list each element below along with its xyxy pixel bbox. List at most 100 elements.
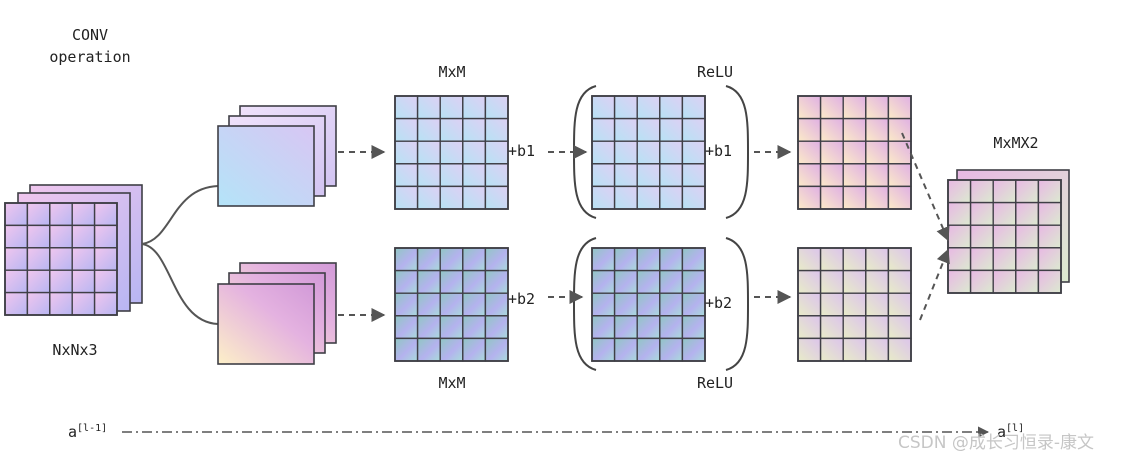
grid-cell: [71, 247, 96, 271]
grid-cell: [416, 163, 441, 188]
grid-cell: [1015, 224, 1040, 249]
grid-cell: [819, 337, 844, 362]
grid-cell: [636, 315, 661, 340]
grid-cell: [439, 269, 464, 294]
grid-cell: [394, 95, 419, 120]
grid-cell: [947, 269, 972, 294]
relu-label-top: ReLU: [696, 63, 734, 81]
input-layer-front: [4, 202, 118, 316]
grid-cell: [416, 140, 441, 165]
grid-cell: [613, 185, 638, 210]
grid-cell: [613, 140, 638, 165]
grid-border: [797, 95, 912, 210]
grid-cell: [797, 140, 822, 165]
grid-cell: [842, 95, 867, 120]
grid-cell: [26, 202, 51, 227]
grid-cell: [819, 163, 844, 188]
grid-cell: [636, 140, 661, 165]
grid-cell: [797, 117, 822, 142]
input-dim-label: NxNx3: [52, 341, 98, 359]
grid-cell: [439, 95, 464, 120]
bias1-label-b: +b1: [705, 142, 733, 160]
grid-cell: [462, 185, 487, 210]
grid-cell: [49, 247, 73, 271]
relu-input-1: [591, 95, 706, 210]
grid-cell: [819, 185, 844, 210]
grid-cell: [969, 201, 994, 226]
grid-cell: [49, 202, 73, 227]
grid-cell: [1015, 179, 1040, 204]
grid-cell: [865, 95, 890, 120]
grid-cell: [819, 247, 844, 272]
grid-cell: [819, 140, 844, 165]
grid-cell: [49, 291, 73, 316]
grid-cell: [484, 95, 509, 120]
grid-cell: [394, 269, 419, 294]
grid-cell: [659, 117, 684, 142]
grid-cell: [4, 224, 29, 249]
grid-cell: [484, 140, 509, 165]
grid-cell: [865, 337, 890, 362]
grid-cell: [659, 292, 684, 317]
activation-2: [797, 247, 912, 362]
grid-cell: [797, 337, 822, 362]
grid-cell: [4, 291, 29, 316]
grid-cell: [591, 269, 616, 294]
grid-cell: [484, 337, 509, 362]
grid-border: [394, 247, 509, 362]
grid-cell: [842, 269, 867, 294]
grid-cell: [819, 269, 844, 294]
input-volume: [4, 184, 143, 316]
grid-cell: [93, 247, 118, 271]
relu-bracket-left-bottom: [573, 237, 597, 371]
grid-cell: [416, 292, 441, 317]
grid-cell: [416, 269, 441, 294]
grid-cell: [819, 315, 844, 340]
branch-connector: [141, 185, 219, 325]
grid-cell: [591, 337, 616, 362]
grid-cell: [394, 292, 419, 317]
grid-cell: [887, 185, 912, 210]
grid-cell: [659, 163, 684, 188]
grid-cell: [865, 247, 890, 272]
grid-cell: [1037, 179, 1062, 204]
grid-border: [797, 247, 912, 362]
bias2-label-a: +b2: [508, 290, 536, 308]
grid-cell: [636, 292, 661, 317]
grid-cell: [26, 224, 51, 249]
watermark: CSDN @成长习恒录-康文: [898, 433, 1095, 453]
grid-cell: [797, 247, 822, 272]
grid-cell: [887, 269, 912, 294]
grid-cell: [462, 163, 487, 188]
bias1-label-a: +b1: [508, 142, 536, 160]
grid-cell: [681, 247, 706, 272]
grid-cell: [484, 117, 509, 142]
grid-cell: [591, 95, 616, 120]
grid-cell: [797, 292, 822, 317]
grid-cell: [681, 185, 706, 210]
grid-cell: [394, 185, 419, 210]
grid-cell: [992, 269, 1017, 294]
grid-cell: [591, 247, 616, 272]
grid-cell: [947, 247, 972, 272]
grid-cell: [613, 117, 638, 142]
grid-cell: [887, 292, 912, 317]
relu-bracket-right-top: [725, 85, 749, 219]
grid-cell: [681, 95, 706, 120]
grid-cell: [887, 163, 912, 188]
grid-cell: [659, 315, 684, 340]
relu-bracket-right-bottom: [725, 237, 749, 371]
grid-cell: [71, 291, 96, 316]
grid-cell: [484, 163, 509, 188]
grid-cell: [613, 315, 638, 340]
bias2-label-b: +b2: [705, 294, 733, 312]
grid-cell: [797, 315, 822, 340]
grid-cell: [93, 269, 118, 294]
grid-cell: [439, 117, 464, 142]
grid-cell: [462, 95, 487, 120]
grid-cell: [4, 247, 29, 271]
filter-1: [217, 105, 337, 207]
grid-cell: [591, 163, 616, 188]
grid-cell: [1015, 269, 1040, 294]
grid-cell: [659, 247, 684, 272]
